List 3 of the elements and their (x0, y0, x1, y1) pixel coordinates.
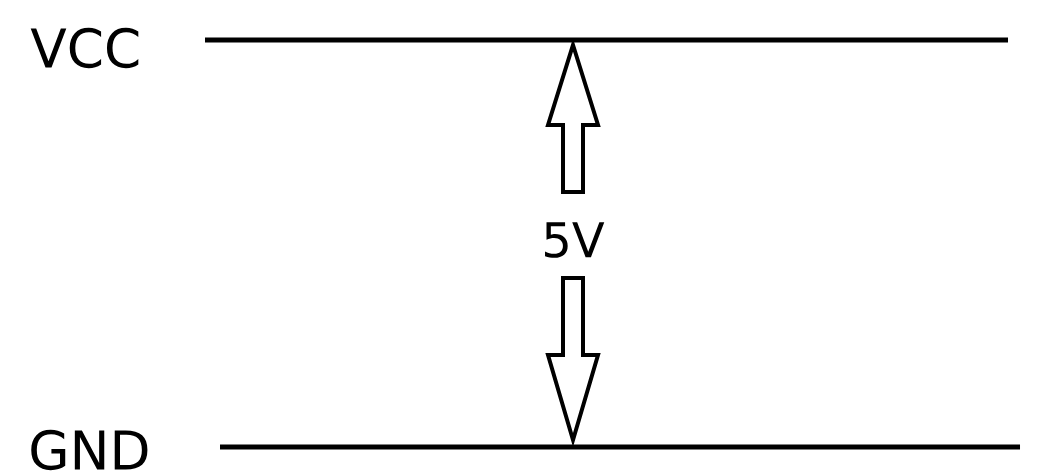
rail-label: GND (31, 429, 148, 471)
voltage-label: 5V (545, 222, 605, 258)
rail-label: VCC (30, 27, 139, 69)
